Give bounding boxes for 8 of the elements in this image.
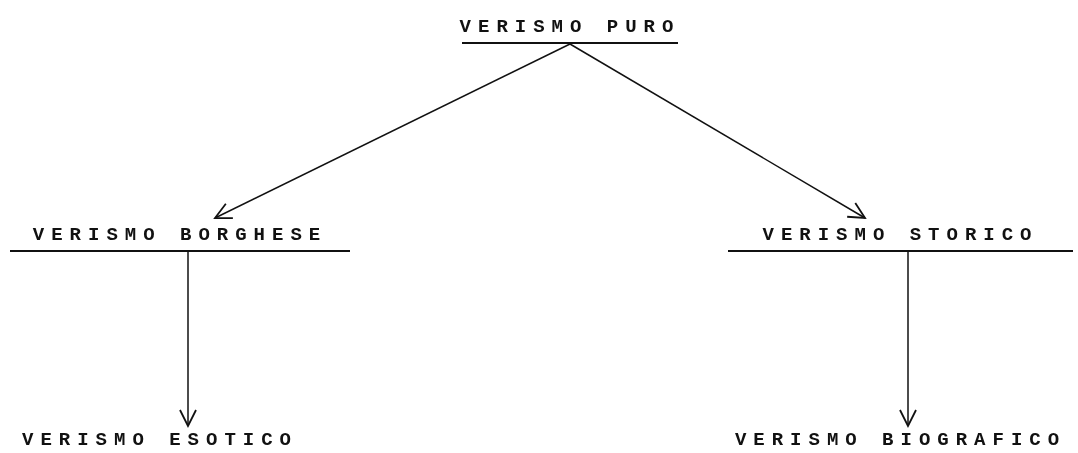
arrow	[899, 251, 917, 427]
arrow	[214, 43, 571, 220]
heading: VERISMO BIOGRAFICO	[728, 428, 1073, 452]
arrow	[179, 251, 197, 427]
underlined-heading: VERISMO BORGHESE	[10, 220, 350, 252]
underlined-heading: VERISMO STORICO	[728, 220, 1073, 252]
heading: VERISMO ESOTICO	[10, 428, 310, 452]
arrow	[569, 43, 866, 219]
